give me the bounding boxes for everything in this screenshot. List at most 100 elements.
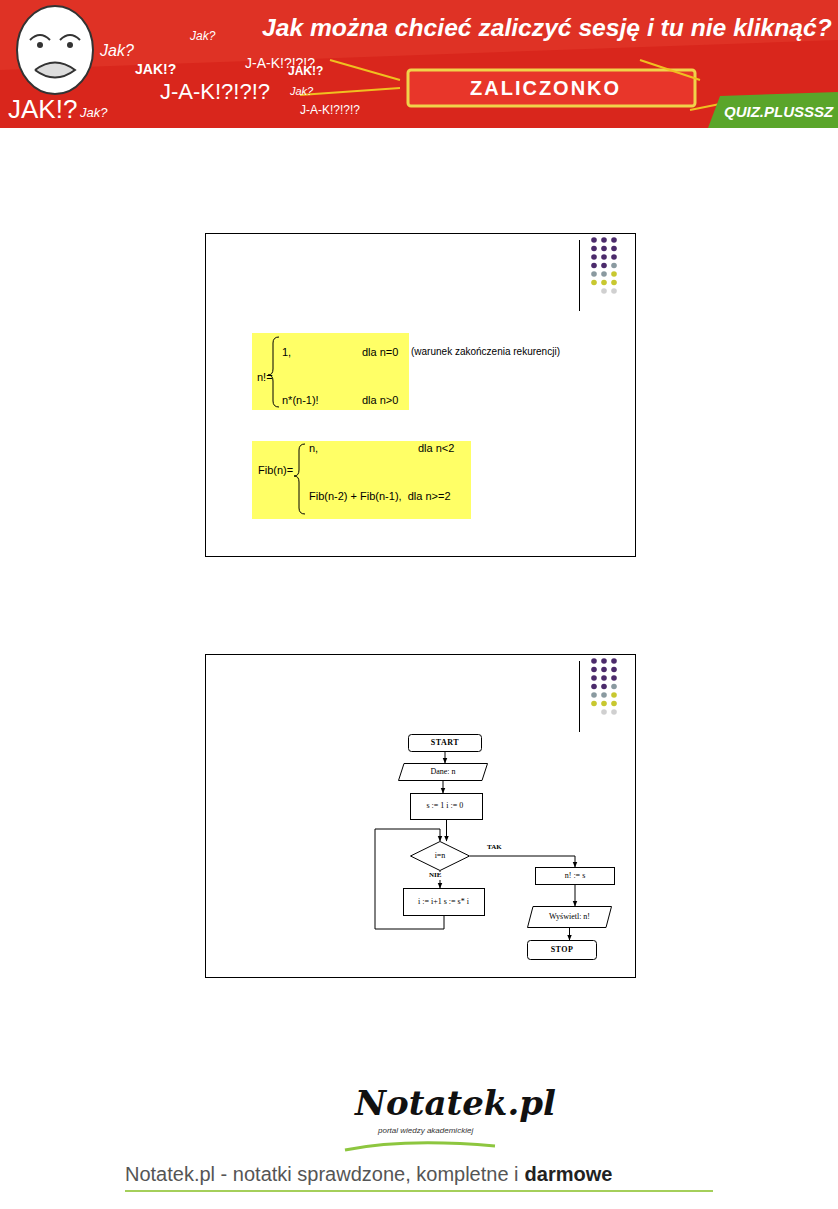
banner-word: JAK!?: [8, 95, 77, 124]
dot: [591, 675, 597, 681]
dot: [601, 692, 607, 698]
dot: [601, 667, 607, 673]
note: (warunek zakończenia rekurencji): [411, 346, 560, 357]
formula-box: n!= 1, dla n=0 n*(n-1)! dla n>0: [252, 333, 409, 410]
dot: [591, 658, 597, 664]
dot: [611, 246, 617, 252]
button-label: ZALICZONKO: [470, 77, 621, 99]
dot: [591, 684, 597, 690]
dot: [611, 254, 617, 260]
formula-ground: [252, 333, 409, 410]
dot: [611, 271, 617, 277]
footer-text: Notatek.pl - notatki sprawdzone, komplet…: [125, 1163, 519, 1185]
dot: [601, 237, 607, 243]
dot: [611, 701, 617, 707]
banner-word: J-A-K!?!?!?: [160, 80, 270, 104]
banner-title: Jak można chcieć zaliczyć sesję i tu nie…: [262, 14, 832, 41]
dot: [601, 254, 607, 260]
io-parallelogram: Wyświetl: n!: [527, 906, 612, 928]
banner-word: JAK!?: [135, 62, 176, 77]
slide-frame: [206, 655, 636, 978]
footer-text: darmowe: [525, 1163, 613, 1185]
meme-face: [17, 6, 93, 94]
flow-arrow: [445, 752, 446, 763]
dot: [591, 246, 597, 252]
banner-arrows: [300, 60, 740, 110]
dot: [591, 692, 597, 698]
formula-box: Fib(n)= n, dla n<2Fib(n-2) + Fib(n-1), dla…: [252, 441, 471, 519]
dot: [611, 280, 617, 286]
edge-label: NIE: [428, 872, 442, 880]
dot: [611, 658, 617, 664]
formula-text: 1,: [282, 346, 291, 358]
dot: [601, 675, 607, 681]
node-text: Dane: n: [430, 768, 455, 777]
formula-text: n*(n-1)!: [282, 394, 319, 406]
logo: Notatek.pl: [355, 1085, 556, 1122]
formula-text: Fib(n-2) + Fib(n-1), dla n>=2: [309, 490, 451, 502]
quiz-logo: QUIZ.PLUSSSZ: [724, 104, 833, 121]
logo-swoosh: [345, 1143, 495, 1150]
terminal: START: [408, 734, 482, 752]
formula-text: n,: [309, 442, 318, 454]
dot: [591, 263, 597, 269]
dot: [601, 709, 607, 715]
banner-word: Jak?: [290, 85, 313, 97]
dot: [601, 684, 607, 690]
dot: [591, 280, 597, 286]
dot: [611, 667, 617, 673]
dot: [611, 684, 617, 690]
slide-dots: [580, 237, 617, 732]
node-text: STOP: [551, 946, 574, 955]
node-text: Wyświetl: n!: [549, 913, 590, 922]
node-text: n! := s: [565, 872, 586, 881]
flow-arrow: [446, 820, 447, 841]
formula-ground: [252, 441, 471, 519]
banner-button: [408, 70, 695, 106]
io-parallelogram: Dane: n: [398, 763, 488, 781]
logo-tagline: portal wiedzy akademickiej: [378, 1127, 473, 1136]
flow-arrow: [443, 781, 444, 793]
formula-text: dla n<2: [418, 442, 454, 454]
footer-rule: [125, 1190, 713, 1192]
divider-line: [579, 240, 580, 311]
banner-word: Jak?: [80, 106, 107, 120]
brace: [294, 444, 305, 514]
dot: [611, 709, 617, 715]
banner-shade: [0, 0, 838, 70]
flow-arrow: [569, 928, 570, 940]
edge-label: TAK: [486, 844, 503, 852]
dot: [601, 263, 607, 269]
dot: [601, 246, 607, 252]
flow-arrow: [575, 885, 576, 906]
quiz-logo-ground: [708, 92, 838, 128]
dot: [611, 675, 617, 681]
decision-diamond: i=n: [410, 841, 470, 871]
terminal: STOP: [527, 940, 597, 960]
dot: [601, 280, 607, 286]
process-box: s := 1 i := 0: [410, 793, 483, 820]
banner-word: JAK!?: [288, 65, 323, 78]
dot: [601, 658, 607, 664]
formula-text: dla n>0: [362, 394, 398, 406]
dot: [601, 701, 607, 707]
dot: [601, 288, 607, 294]
dot: [591, 701, 597, 707]
formula-text: n!=: [257, 371, 273, 383]
banner-word: Jak?: [190, 30, 215, 43]
dot: [611, 288, 617, 294]
dot: [591, 271, 597, 277]
dot: [591, 667, 597, 673]
dot: [591, 237, 597, 243]
formula-text: Fib(n)=: [258, 464, 293, 476]
dot: [601, 271, 607, 277]
formula-text: dla n=0: [362, 346, 398, 358]
banner-ground: [0, 0, 838, 128]
node-text: i=n: [435, 852, 446, 861]
node-text: START: [431, 739, 459, 748]
flow-arrow: [470, 856, 575, 867]
dot: [611, 263, 617, 269]
node-text: i := i+1 s := s* i: [418, 898, 470, 907]
